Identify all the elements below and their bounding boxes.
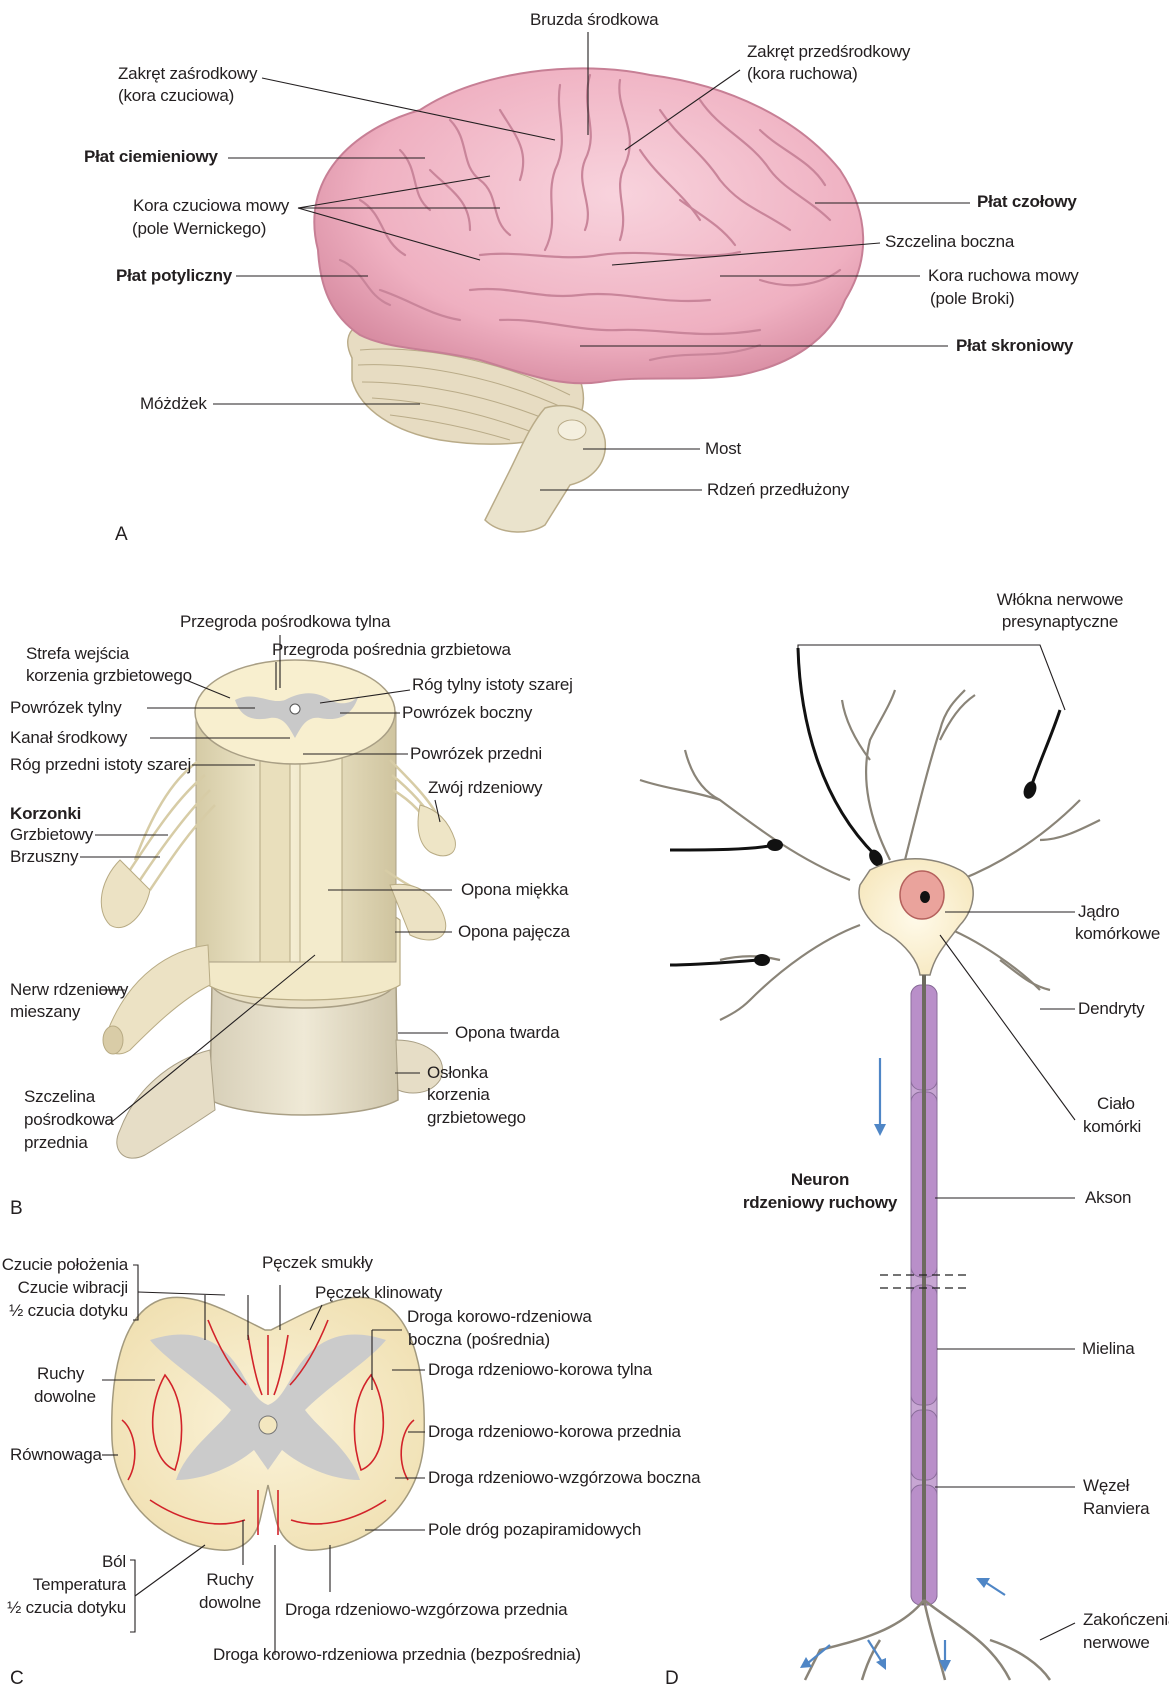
cerebrum-drawing xyxy=(314,68,863,383)
panel-label-b: B xyxy=(10,1198,23,1220)
label-plat-ciemieniowy: Płat ciemieniowy xyxy=(84,147,218,167)
label-kanal-srodkowy: Kanał środkowy xyxy=(10,728,127,748)
label-zakonczenia-1: Zakończenia xyxy=(1083,1610,1169,1630)
label-neuron-title-1: Neuron xyxy=(725,1170,915,1190)
label-cialo-1: Ciało xyxy=(1097,1094,1135,1114)
label-most: Most xyxy=(705,439,741,459)
label-powrozek-tylny: Powrózek tylny xyxy=(10,698,122,718)
label-szczelina-boczna: Szczelina boczna xyxy=(885,232,1014,252)
label-rog-przedni: Róg przedni istoty szarej xyxy=(10,755,191,775)
label-wezel-2: Ranviera xyxy=(1083,1499,1149,1519)
label-szczelina-1: Szczelina xyxy=(24,1087,95,1107)
panel-label-d: D xyxy=(665,1668,679,1690)
label-kora-ruchowa-2: (pole Broki) xyxy=(930,289,1015,309)
cord-section-drawing xyxy=(112,1297,424,1550)
label-bol-2: Temperatura xyxy=(0,1575,126,1595)
label-ruchy-dowolne-dolne-1: Ruchy xyxy=(190,1570,270,1590)
panel-label-c: C xyxy=(10,1668,24,1690)
label-droga-kr-boczna-2: boczna (pośrednia) xyxy=(408,1330,550,1350)
label-strefa-wejscia-1: Strefa wejścia xyxy=(26,644,129,664)
label-nerw-mieszany-2: mieszany xyxy=(10,1002,80,1022)
label-zakret-przedsrodkowy-1: Zakręt przedśrodkowy xyxy=(747,42,910,62)
label-rownowaga: Równowaga xyxy=(10,1445,102,1465)
label-opona-miekka: Opona miękka xyxy=(461,880,568,900)
signal-arrows-drawing xyxy=(800,1058,1005,1672)
label-bol-1: Ból xyxy=(0,1552,126,1572)
label-opona-twarda: Opona twarda xyxy=(455,1023,559,1043)
label-korzonki: Korzonki xyxy=(10,804,81,824)
label-szczelina-2: pośrodkowa xyxy=(24,1110,114,1130)
label-droga-kr-boczna-1: Droga korowo-rdzeniowa xyxy=(407,1307,592,1327)
label-zakret-przedsrodkowy-2: (kora ruchowa) xyxy=(747,64,858,84)
label-plat-czolowy: Płat czołowy xyxy=(977,192,1077,212)
label-droga-kr-przednia: Droga korowo-rdzeniowa przednia (bezpośr… xyxy=(213,1645,581,1665)
label-zwoj-rdzeniowy: Zwój rdzeniowy xyxy=(428,778,542,798)
label-dendryty: Dendryty xyxy=(1078,999,1144,1019)
label-brzuszny: Brzuszny xyxy=(10,847,78,867)
label-wezel-1: Węzeł xyxy=(1083,1476,1129,1496)
label-droga-rw-przednia: Droga rdzeniowo-wzgórzowa przednia xyxy=(285,1600,567,1620)
label-plat-skroniowy: Płat skroniowy xyxy=(956,336,1073,356)
label-pole-drog: Pole dróg pozapiramidowych xyxy=(428,1520,641,1540)
label-peczek-smukly: Pęczek smukły xyxy=(262,1253,373,1273)
label-rdzen-przedluzony: Rdzeń przedłużony xyxy=(707,480,849,500)
label-kora-czuciowa-2: (pole Wernickego) xyxy=(132,219,266,239)
label-bruzda-srodkowa: Bruzda środkowa xyxy=(530,10,658,30)
label-grzbietowy: Grzbietowy xyxy=(10,825,93,845)
label-szczelina-3: przednia xyxy=(24,1133,88,1153)
label-droga-rw-boczna: Droga rdzeniowo-wzgórzowa boczna xyxy=(428,1468,700,1488)
label-jadro-1: Jądro xyxy=(1078,902,1120,922)
label-czucie-3: ½ czucia dotyku xyxy=(0,1301,128,1321)
label-kora-ruchowa-1: Kora ruchowa mowy xyxy=(928,266,1079,286)
label-przegroda-posrodkowa: Przegroda pośrodkowa tylna xyxy=(180,612,390,632)
label-cialo-2: komórki xyxy=(1083,1117,1141,1137)
label-oslonka-1: Osłonka xyxy=(427,1063,488,1083)
label-droga-rk-tylna: Droga rdzeniowo-korowa tylna xyxy=(428,1360,652,1380)
label-czucie-1: Czucie położenia xyxy=(0,1255,128,1275)
label-bol-3: ½ czucia dotyku xyxy=(0,1598,126,1618)
label-powrozek-boczny: Powrózek boczny xyxy=(402,703,532,723)
label-peczek-klinowaty: Pęczek klinowaty xyxy=(315,1283,442,1303)
nerve-endings-drawing xyxy=(805,1600,1050,1680)
label-plat-potyliczny: Płat potyliczny xyxy=(116,266,232,286)
label-mielina: Mielina xyxy=(1082,1339,1134,1359)
label-akson: Akson xyxy=(1085,1188,1131,1208)
label-kora-czuciowa-1: Kora czuciowa mowy xyxy=(133,196,289,216)
label-zakret-zasrodkowy-2: (kora czuciowa) xyxy=(118,86,234,106)
label-czucie-2: Czucie wibracji xyxy=(0,1278,128,1298)
label-ruchy-dowolne-lewe-2: dowolne xyxy=(34,1387,96,1407)
label-ruchy-dowolne-dolne-2: dowolne xyxy=(190,1593,270,1613)
label-opona-pajecza: Opona pajęcza xyxy=(458,922,570,942)
label-wlokna-2: presynaptyczne xyxy=(985,612,1135,632)
axon-drawing xyxy=(880,975,970,1605)
label-droga-rk-przednia: Droga rdzeniowo-korowa przednia xyxy=(428,1422,681,1442)
label-nerw-mieszany-1: Nerw rdzeniowy xyxy=(10,980,128,1000)
panel-label-a: A xyxy=(115,524,128,546)
label-rog-tylny: Róg tylny istoty szarej xyxy=(412,675,573,695)
label-strefa-wejscia-2: korzenia grzbietowego xyxy=(26,666,192,686)
label-neuron-title-2: rdzeniowy ruchowy xyxy=(725,1193,915,1213)
label-przegroda-posrednia: Przegroda pośrednia grzbietowa xyxy=(272,640,511,660)
label-wlokna-1: Włókna nerwowe xyxy=(985,590,1135,610)
label-ruchy-dowolne-lewe-1: Ruchy xyxy=(37,1364,84,1384)
label-powrozek-przedni: Powrózek przedni xyxy=(410,744,542,764)
label-oslonka-3: grzbietowego xyxy=(427,1108,526,1128)
label-zakret-zasrodkowy-1: Zakręt zaśrodkowy xyxy=(118,64,257,84)
spinal-column-drawing xyxy=(195,660,396,962)
label-zakonczenia-2: nerwowe xyxy=(1083,1633,1150,1653)
label-oslonka-2: korzenia xyxy=(427,1085,490,1105)
label-jadro-2: komórkowe xyxy=(1075,924,1160,944)
label-mozdzek: Móżdżek xyxy=(140,394,207,414)
